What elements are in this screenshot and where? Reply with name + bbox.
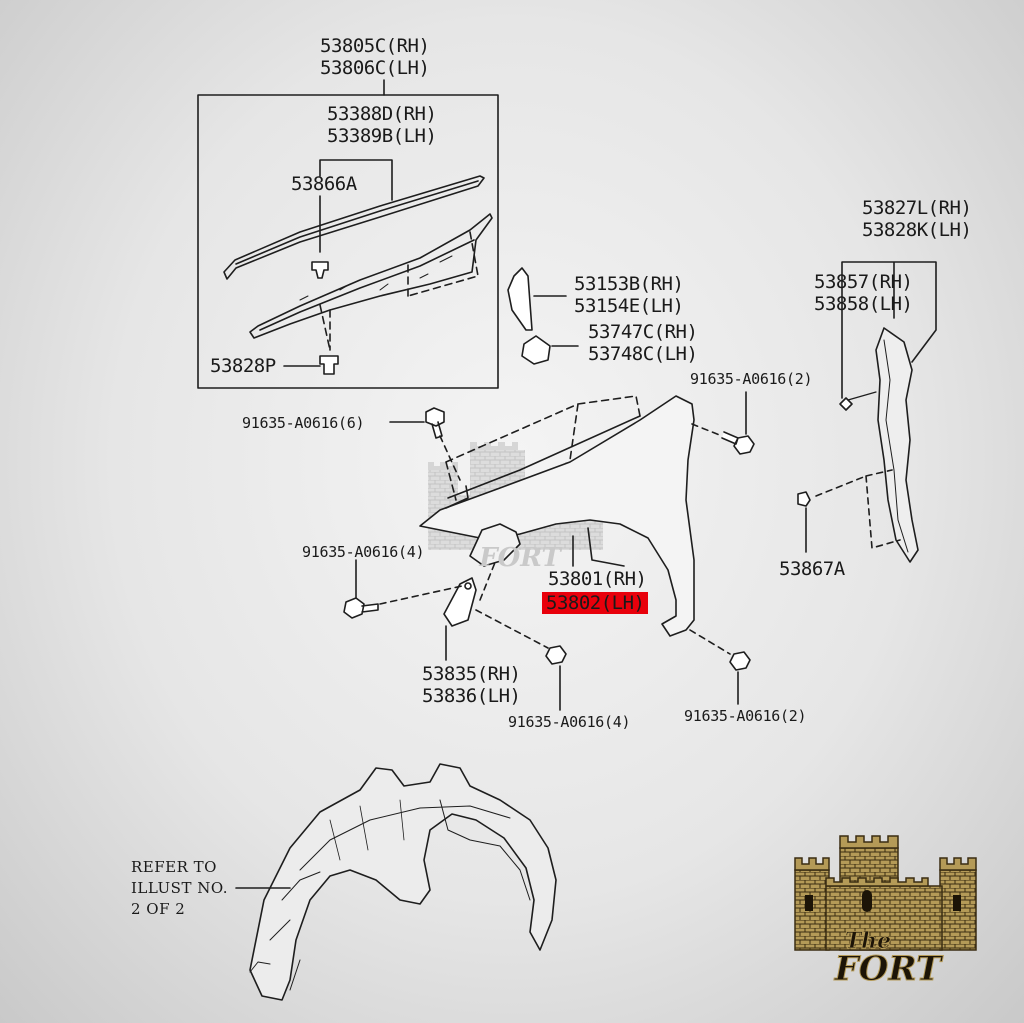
highlighted-part-number: 53802(LH) [542,592,649,614]
label-seal: 53388D(RH)53389B(LH) [327,103,437,147]
label-molding: 53805C(RH)53806C(LH) [320,35,430,79]
label-clip-67a: 53867A [779,558,845,580]
label-bolt-bottom-right: 91635-A0616(2) [684,707,807,725]
fender-liner [249,763,557,1001]
bolt-mid-left [343,559,379,619]
label-clip-a: 53866A [291,173,357,195]
logo-word-2: FORT [834,949,944,989]
watermark-text: FORT [478,543,562,573]
label-side-seal: 53827L(RH)53828K(LH) [862,197,972,241]
bolt-bottom-mid [545,645,567,711]
bolt-top-right [721,391,755,455]
label-bolt-mid-left: 91635-A0616(4) [302,543,425,561]
label-liner-pad: 53153B(RH)53154E(LH) [574,273,684,317]
molding-group-box [197,94,499,389]
label-bolt-top-right: 91635-A0616(2) [690,370,813,388]
label-bracket: 53835(RH)53836(LH) [422,663,521,707]
fender [419,395,695,637]
clip-53866a [311,261,329,279]
bracket [443,577,477,661]
molding-strip [223,175,485,280]
clip-53867a [797,491,811,553]
label-bolt-bottom-mid: 91635-A0616(4) [508,713,631,731]
label-fender: 53801(RH) 53802(LH) [542,568,649,614]
seal-strip [249,213,493,339]
label-cushion: 53747C(RH)53748C(LH) [588,321,698,365]
label-side-seal-sub: 53857(RH)53858(LH) [814,271,913,315]
bolt-top-left [389,407,445,439]
logo-word-1: The [845,928,891,954]
side-seal [847,327,919,563]
bolt-bottom-right [729,651,751,705]
the-fort-logo: The FORT [794,835,977,990]
liner-pad [507,267,567,331]
cushion [521,335,579,365]
label-clip-p: 53828P [210,355,276,377]
label-bolt-top-left: 91635-A0616(6) [242,414,365,432]
clip-53828p [283,355,339,375]
